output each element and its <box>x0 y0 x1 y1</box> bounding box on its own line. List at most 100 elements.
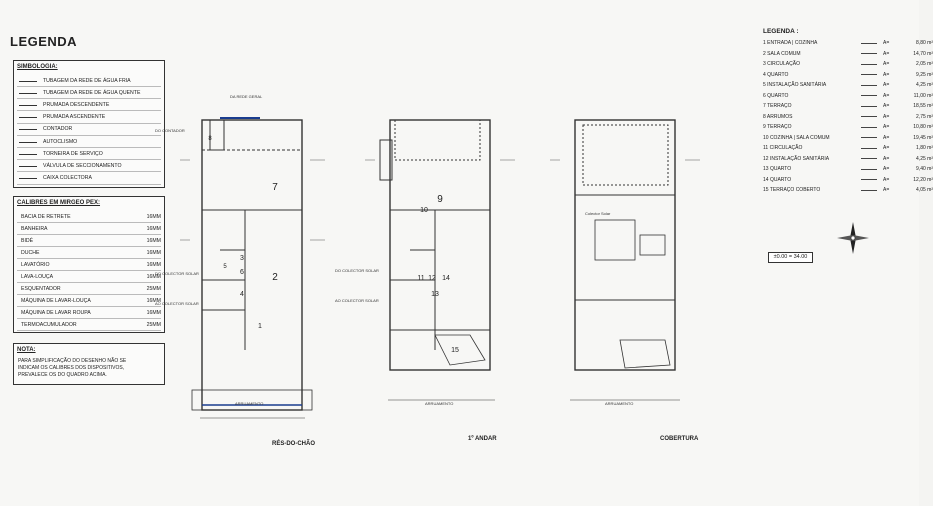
fixture-name: BACIA DE RETRETE <box>21 213 71 220</box>
fixture-calibre: 16MM <box>146 237 161 244</box>
room-number: 3 <box>240 255 244 262</box>
room-name: 12 INSTALAÇÃO SANITÁRIA <box>763 155 830 162</box>
leader-line <box>861 53 877 55</box>
calibre-row: BIDÉ 16MM <box>17 235 161 247</box>
fixture-calibre: 16MM <box>146 249 161 256</box>
symbology-header: SIMBOLOGIA: <box>17 64 58 70</box>
room-area: 9,40 m² <box>916 166 933 173</box>
room-name: 7 TERRAÇO <box>763 103 792 110</box>
symbol-label: PRUMADA ASCENDENTE <box>43 114 106 121</box>
symbology-row: VÁLVULA DE SECCIONAMENTO <box>17 160 161 173</box>
symbol-icon <box>17 150 39 158</box>
fixture-calibre: 16MM <box>146 309 161 316</box>
room-area: 4,25 m² <box>916 82 933 89</box>
solar-annotation: AO COLECTOR SOLAR <box>335 298 379 303</box>
symbology-row: TUBAGEM DA REDE DE ÁGUA QUENTE <box>17 87 161 100</box>
room-area: 9,25 m² <box>916 71 933 78</box>
fixture-name: MÁQUINA DE LAVAR ROUPA <box>21 309 91 316</box>
symbol-icon <box>17 89 39 97</box>
symbol-label: CONTADOR <box>43 126 73 133</box>
fixture-calibre: 16MM <box>146 225 161 232</box>
room-legend-row: 10 COZINHA | SALA COMUM A= 19,45 m² <box>763 133 933 144</box>
leader-line <box>861 158 877 160</box>
solar-annotation: DO COLECTOR SOLAR <box>335 268 379 273</box>
legend-title: LEGENDA <box>10 34 78 49</box>
room-number: 10 <box>420 207 428 214</box>
symbol-label: CAIXA COLECTORA <box>43 175 92 182</box>
area-prefix: A= <box>883 61 890 68</box>
area-prefix: A= <box>883 82 890 89</box>
symbol-label: VÁLVULA DE SECCIONAMENTO <box>43 162 122 169</box>
symbol-label: TUBAGEM DA REDE DE ÁGUA QUENTE <box>43 89 141 96</box>
room-number: 13 <box>431 291 439 298</box>
room-name: 10 COZINHA | SALA COMUM <box>763 134 830 141</box>
leader-line <box>861 42 877 44</box>
room-number: 4 <box>240 291 244 298</box>
fixture-name: MÁQUINA DE LAVAR-LOUÇA <box>21 297 91 304</box>
scale-box: ±0.00 = 34.00 <box>768 252 813 263</box>
fixture-calibre: 16MM <box>146 261 161 268</box>
note-box: NOTA: PARA SIMPLIFICAÇÃO DO DESENHO NÃO … <box>13 343 165 385</box>
solar-annotation: AO COLECTOR SOLAR <box>155 301 199 306</box>
room-area: 4,05 m² <box>916 187 933 194</box>
symbology-box: SIMBOLOGIA: TUBAGEM DA REDE DE ÁGUA FRIA… <box>13 60 165 188</box>
plan-ground-floor <box>191 117 313 419</box>
room-name: 9 TERRAÇO <box>763 124 792 131</box>
area-prefix: A= <box>883 71 890 78</box>
room-number: 12 <box>428 275 436 282</box>
room-name: 15 TERRAÇO COBERTO <box>763 187 821 194</box>
collector-annotation: Colector Solar <box>585 211 611 216</box>
symbology-row: PRUMADA ASCENDENTE <box>17 112 161 124</box>
street-label: ARRUAMENTO <box>235 401 263 406</box>
fixture-name: BANHEIRA <box>21 225 48 232</box>
area-prefix: A= <box>883 145 890 152</box>
room-number: 15 <box>451 347 459 354</box>
fixture-name: BIDÉ <box>21 237 34 244</box>
symbol-label: TORNEIRA DE SERVIÇO <box>43 150 103 157</box>
room-area: 2,75 m² <box>916 113 933 120</box>
room-number: 7 <box>272 182 278 193</box>
room-area: 18,55 m² <box>913 103 933 110</box>
symbol-label: PRUMADA DESCENDENTE <box>43 101 110 108</box>
street-label: ARRUAMENTO <box>605 401 633 406</box>
fixture-calibre: 16MM <box>146 273 161 280</box>
symbol-label: TUBAGEM DA REDE DE ÁGUA FRIA <box>43 77 131 84</box>
room-area: 1,80 m² <box>916 145 933 152</box>
calibre-row: BACIA DE RETRETE 16MM <box>17 211 161 223</box>
leader-line <box>861 105 877 107</box>
room-area: 2,05 m² <box>916 61 933 68</box>
leader-line <box>861 126 877 128</box>
symbology-row: TUBAGEM DA REDE DE ÁGUA FRIA <box>17 75 161 87</box>
north-arrow-icon <box>837 222 869 254</box>
room-number: 11 <box>417 275 424 282</box>
area-prefix: A= <box>883 134 890 141</box>
room-area: 19,45 m² <box>913 134 933 141</box>
area-prefix: A= <box>883 40 890 47</box>
room-name: 14 QUARTO <box>763 176 792 183</box>
room-number: 5 <box>223 264 227 270</box>
leader-line <box>861 95 877 97</box>
meter-annotation: DO CONTADOR <box>155 128 185 133</box>
area-prefix: A= <box>883 176 890 183</box>
fixture-name: ESQUENTADOR <box>21 285 61 292</box>
fixture-calibre: 16MM <box>146 213 161 220</box>
plan-first-floor <box>379 119 495 401</box>
calibres-box: CALIBRES EM MIRGEO PEX: BACIA DE RETRETE… <box>13 196 165 333</box>
plan-title-first: 1º ANDAR <box>468 436 497 442</box>
room-name: 3 CIRCULAÇÃO <box>763 61 800 68</box>
calibre-row: BANHEIRA 16MM <box>17 223 161 235</box>
room-name: 4 QUARTO <box>763 71 789 78</box>
street-label: ARRUAMENTO <box>425 401 453 406</box>
leader-line <box>861 147 877 149</box>
